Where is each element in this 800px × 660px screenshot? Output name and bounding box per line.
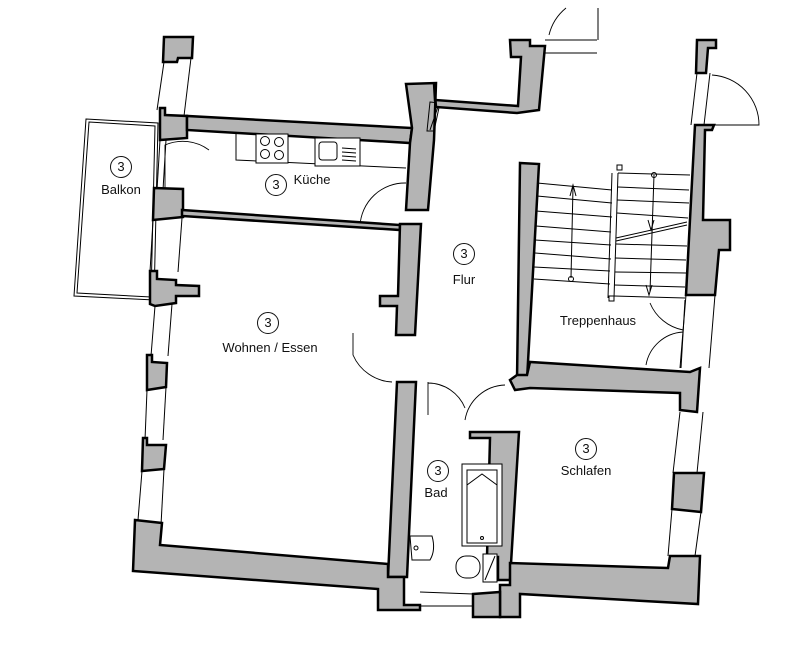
schlafen-label: Schlafen	[560, 463, 612, 478]
bedroom-door-swing	[464, 384, 506, 421]
toilet	[455, 553, 498, 583]
wohnen-number: 3	[257, 312, 279, 334]
bathtub	[461, 463, 503, 547]
balcony-door-swing	[164, 140, 210, 188]
bad-number: 3	[427, 460, 449, 482]
kitchen-north-wall	[185, 38, 547, 212]
living-south-wall	[131, 518, 422, 612]
balkon-label: Balkon	[101, 182, 141, 197]
kitchen-door-swing	[359, 182, 407, 227]
stair-west-wall	[508, 161, 702, 414]
bath-door-swing	[427, 382, 466, 415]
bath-window	[419, 591, 474, 607]
bedroom-south-wall	[471, 554, 702, 619]
kitchen-living-wall	[180, 208, 423, 337]
living-door-swing	[352, 333, 393, 383]
stair-east-wall	[679, 38, 732, 369]
kueche-label: Küche	[293, 172, 331, 187]
staircase	[533, 164, 691, 302]
wohnen-label: Wohnen / Essen	[222, 340, 318, 355]
kueche-number: 3	[265, 174, 287, 196]
washbasin	[409, 535, 435, 561]
balcony	[73, 118, 159, 301]
stair-door-swing	[645, 302, 684, 366]
exterior-door-swing	[711, 74, 760, 126]
flur-label: Flur	[452, 272, 476, 287]
kitchen-counter	[235, 132, 407, 169]
bedroom-east-wall	[667, 411, 706, 557]
schlafen-number: 3	[575, 438, 597, 460]
balkon-number: 3	[110, 156, 132, 178]
stair-top-opening	[545, 7, 599, 54]
living-bath-wall	[386, 380, 418, 579]
treppenhaus-label: Treppenhaus	[559, 313, 637, 328]
flur-number: 3	[453, 243, 475, 265]
bad-label: Bad	[424, 485, 448, 500]
